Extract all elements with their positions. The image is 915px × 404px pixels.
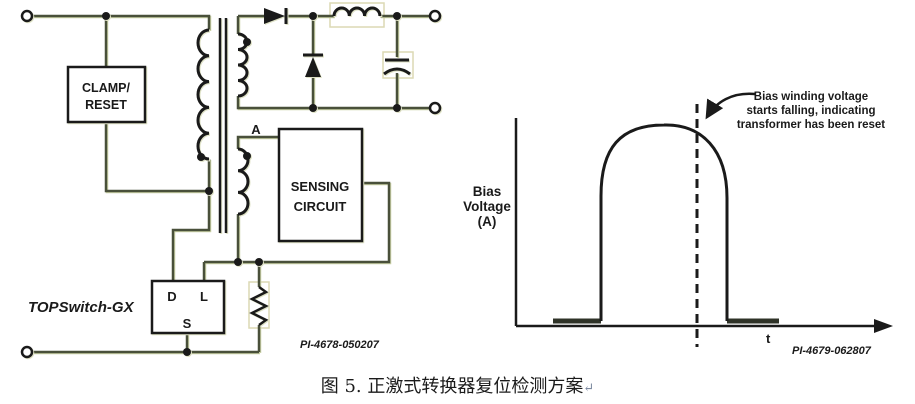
wire-secondary-bottom-rail	[236, 96, 430, 110]
part-number-right: PI-4679-062807	[792, 345, 872, 357]
t-label: t	[766, 331, 771, 346]
figure-caption: 图 5. 正激式转换器复位检测方案↵	[0, 372, 915, 398]
transformer-core	[218, 18, 228, 233]
caption-return-mark: ↵	[583, 381, 595, 396]
clamp-reset-label-line2: RESET	[85, 98, 127, 112]
schematic-labels: CLAMP/ RESET SENSING CIRCUIT A D L S TOP…	[28, 81, 380, 351]
wire-secondary-top	[236, 14, 264, 34]
sense-resistor	[249, 285, 269, 327]
annotation-line1: Bias winding voltage	[754, 91, 868, 103]
circuit-components	[20, 6, 442, 359]
waveform-plot: Bias Voltage (A) Bias winding voltage st…	[463, 91, 893, 357]
x-axis-arrowhead	[874, 319, 893, 333]
annotation-arrow	[705, 92, 756, 120]
sensing-circuit-box	[277, 127, 364, 243]
wire-bias-top	[236, 135, 279, 149]
waveform-labels: Bias Voltage (A) Bias winding voltage st…	[463, 91, 885, 357]
y-axis-label-line1: Bias	[473, 184, 502, 199]
input-terminal-bottom	[20, 345, 34, 359]
y-axis-label-line2: Voltage	[463, 199, 511, 214]
secondary-phase-dot	[243, 38, 251, 46]
clamp-reset-box	[66, 65, 147, 124]
topswitch-label: TOPSwitch-GX	[28, 299, 135, 316]
series-diode	[264, 8, 288, 24]
pin-s-label: S	[183, 316, 192, 331]
node-a-label: A	[251, 122, 261, 137]
wire-clamp-return	[104, 122, 209, 193]
primary-winding	[196, 28, 210, 161]
primary-phase-dot	[197, 153, 205, 161]
input-terminal-top	[20, 9, 34, 23]
bias-phase-dot	[243, 152, 251, 160]
wire-top-rail	[33, 14, 211, 30]
junction-dots	[102, 12, 401, 356]
bias-voltage-curve	[599, 123, 729, 321]
sensing-circuit-label-line1: SENSING	[291, 179, 350, 194]
clamp-reset-label-line1: CLAMP/	[82, 81, 130, 95]
annotation-line2: starts falling, indicating	[746, 105, 875, 117]
sensing-circuit-label-line2: CIRCUIT	[294, 199, 347, 214]
output-capacitor	[383, 58, 411, 76]
figure-caption-text: 图 5. 正激式转换器复位检测方案	[320, 376, 584, 397]
wire-sensing-output	[204, 181, 391, 264]
y-axis-label-line3: (A)	[478, 214, 497, 229]
output-terminal-top	[428, 9, 442, 23]
part-number-left: PI-4678-050207	[300, 339, 380, 351]
output-terminal-bottom	[428, 101, 442, 115]
pin-d-label: D	[167, 289, 176, 304]
topswitch-box	[150, 279, 226, 335]
annotation-line3: transformer has been reset	[737, 119, 885, 131]
freewheel-diode	[303, 53, 323, 77]
pin-l-label: L	[200, 289, 208, 304]
wire-to-drain-pin	[171, 191, 211, 281]
output-inductor	[332, 6, 382, 17]
secondary-winding	[237, 32, 249, 98]
circuit-wires	[32, 14, 430, 354]
